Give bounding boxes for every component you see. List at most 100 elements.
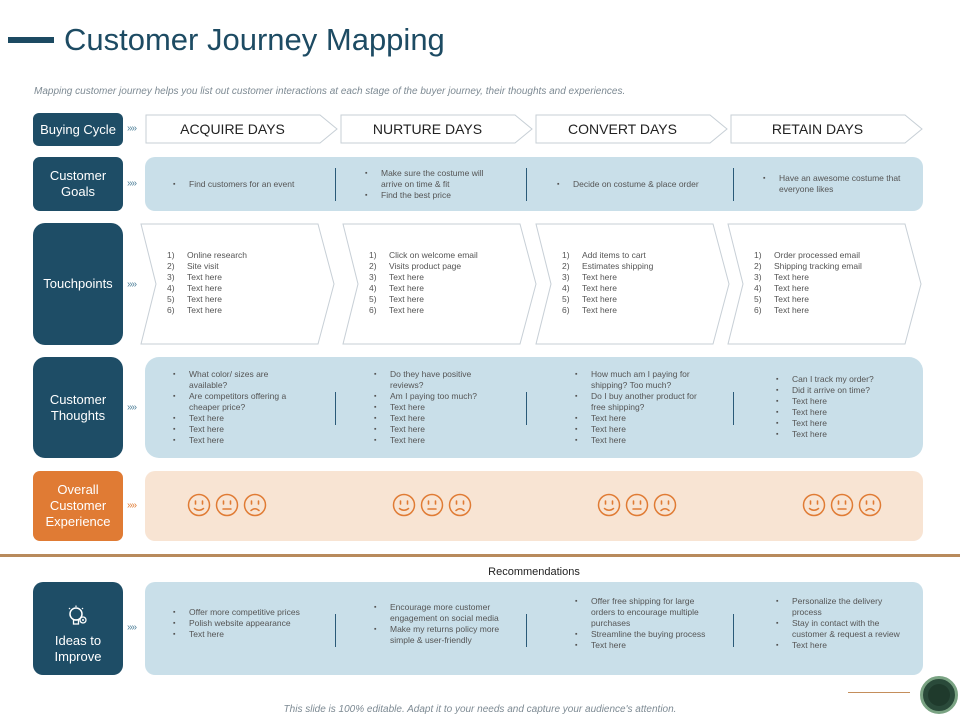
sad-face-icon xyxy=(448,493,472,517)
bullet-item: Make sure the costume will arrive on tim… xyxy=(363,168,493,190)
touchpoints-cell-2: Click on welcome emailVisits product pag… xyxy=(369,250,519,316)
column-divider xyxy=(335,392,336,425)
numbered-item: Online research xyxy=(167,250,317,261)
recommendations-heading: Recommendations xyxy=(488,566,580,578)
numbered-item: Text here xyxy=(562,294,712,305)
bullet-item: Am I paying too much? xyxy=(372,391,497,402)
numbered-item: Text here xyxy=(754,305,904,316)
touchpoints-cell-3: Add items to cartEstimates shippingText … xyxy=(562,250,712,316)
bullet-item: Text here xyxy=(573,413,698,424)
bullet-item: Text here xyxy=(774,640,904,651)
bullet-item: Text here xyxy=(171,435,301,446)
column-divider xyxy=(526,614,527,647)
bullet-item: Text here xyxy=(573,435,698,446)
bullet-item: Personalize the delivery process xyxy=(774,596,904,618)
stage-label: ACQUIRE DAYS xyxy=(180,121,285,137)
stage-4: RETAIN DAYS xyxy=(730,114,923,144)
neutral-face-icon xyxy=(625,493,649,517)
chevron-icon: »» xyxy=(127,279,137,290)
numbered-item: Text here xyxy=(562,272,712,283)
lightbulb-gear-icon xyxy=(68,605,87,625)
ideas-cell-3: Offer free shipping for large orders to … xyxy=(573,596,713,651)
ideas-cell-1: Offer more competitive pricesPolish webs… xyxy=(171,607,301,640)
section-divider xyxy=(0,554,960,557)
bullet-item: Find the best price xyxy=(363,190,493,201)
numbered-item: Text here xyxy=(754,294,904,305)
column-divider xyxy=(526,392,527,425)
bullet-item: Text here xyxy=(573,640,713,651)
bullet-item: Streamline the buying process xyxy=(573,629,713,640)
numbered-item: Text here xyxy=(369,272,519,283)
row-label-ideas: Ideas to Improve xyxy=(33,582,123,675)
bullet-item: What color/ sizes are available? xyxy=(171,369,301,391)
bullet-item: Text here xyxy=(774,407,894,418)
chevron-icon: »» xyxy=(127,178,137,189)
numbered-item: Text here xyxy=(167,305,317,316)
numbered-item: Shipping tracking email xyxy=(754,261,904,272)
numbered-item: Text here xyxy=(369,294,519,305)
smile-icon xyxy=(597,493,621,517)
touchpoints-cell-4: Order processed emailShipping tracking e… xyxy=(754,250,904,316)
numbered-item: Text here xyxy=(369,283,519,294)
bullet-item: Did it arrive on time? xyxy=(774,385,894,396)
numbered-item: Order processed email xyxy=(754,250,904,261)
stage-label: CONVERT DAYS xyxy=(568,121,677,137)
numbered-item: Text here xyxy=(754,283,904,294)
bullet-item: Do I buy another product for free shippi… xyxy=(573,391,698,413)
numbered-item: Text here xyxy=(369,305,519,316)
goals-cell-4: Have an awesome costume that everyone li… xyxy=(761,173,901,195)
experience-faces-2 xyxy=(392,493,472,517)
thoughts-cell-3: How much am I paying for shipping? Too m… xyxy=(573,369,698,446)
stage-2: NURTURE DAYS xyxy=(340,114,533,144)
thoughts-cell-2: Do they have positive reviews?Am I payin… xyxy=(372,369,497,446)
column-divider xyxy=(733,392,734,425)
bullet-item: Text here xyxy=(573,424,698,435)
bullet-item: Stay in contact with the customer & requ… xyxy=(774,618,904,640)
chevron-icon: »» xyxy=(127,500,137,511)
stage-1: ACQUIRE DAYS xyxy=(145,114,338,144)
numbered-item: Text here xyxy=(562,283,712,294)
numbered-item: Text here xyxy=(562,305,712,316)
title-accent-bar xyxy=(8,37,54,43)
bullet-item: Polish website appearance xyxy=(171,618,301,629)
numbered-item: Text here xyxy=(754,272,904,283)
column-divider xyxy=(733,168,734,201)
sad-face-icon xyxy=(653,493,677,517)
bullet-item: Text here xyxy=(774,429,894,440)
ideas-cell-2: Encourage more customer engagement on so… xyxy=(372,602,512,646)
ideas-cell-4: Personalize the delivery processStay in … xyxy=(774,596,904,651)
numbered-item: Text here xyxy=(167,272,317,283)
bullet-item: Do they have positive reviews? xyxy=(372,369,497,391)
bullet-item: Encourage more customer engagement on so… xyxy=(372,602,512,624)
row-label-touchpoints: Touchpoints xyxy=(33,223,123,345)
neutral-face-icon xyxy=(830,493,854,517)
row-label-ideas-text: Ideas to Improve xyxy=(54,632,102,664)
bullet-item: How much am I paying for shipping? Too m… xyxy=(573,369,698,391)
chevron-icon: »» xyxy=(127,123,137,134)
sad-face-icon xyxy=(243,493,267,517)
bullet-item: Have an awesome costume that everyone li… xyxy=(761,173,901,195)
goals-cell-1: Find customers for an event xyxy=(171,179,311,190)
bullet-item: Text here xyxy=(774,418,894,429)
footer-accent-line xyxy=(848,692,910,693)
page-title: Customer Journey Mapping xyxy=(64,22,445,57)
bullet-item: Text here xyxy=(171,413,301,424)
column-divider xyxy=(335,168,336,201)
footer-note: This slide is 100% editable. Adapt it to… xyxy=(283,704,677,715)
numbered-item: Add items to cart xyxy=(562,250,712,261)
bullet-item: Offer more competitive prices xyxy=(171,607,301,618)
thoughts-cell-4: Can I track my order?Did it arrive on ti… xyxy=(774,374,894,440)
bullet-item: Offer free shipping for large orders to … xyxy=(573,596,713,629)
numbered-item: Visits product page xyxy=(369,261,519,272)
stage-label: RETAIN DAYS xyxy=(771,121,864,137)
touchpoints-cell-1: Online researchSite visitText hereText h… xyxy=(167,250,317,316)
experience-faces-1 xyxy=(187,493,267,517)
bullet-item: Text here xyxy=(372,424,497,435)
chevron-icon: »» xyxy=(127,402,137,413)
goals-cell-2: Make sure the costume will arrive on tim… xyxy=(363,168,493,201)
page-subtitle: Mapping customer journey helps you list … xyxy=(34,86,626,97)
stage-3: CONVERT DAYS xyxy=(535,114,728,144)
bullet-item: Text here xyxy=(171,424,301,435)
neutral-face-icon xyxy=(420,493,444,517)
column-divider xyxy=(733,614,734,647)
